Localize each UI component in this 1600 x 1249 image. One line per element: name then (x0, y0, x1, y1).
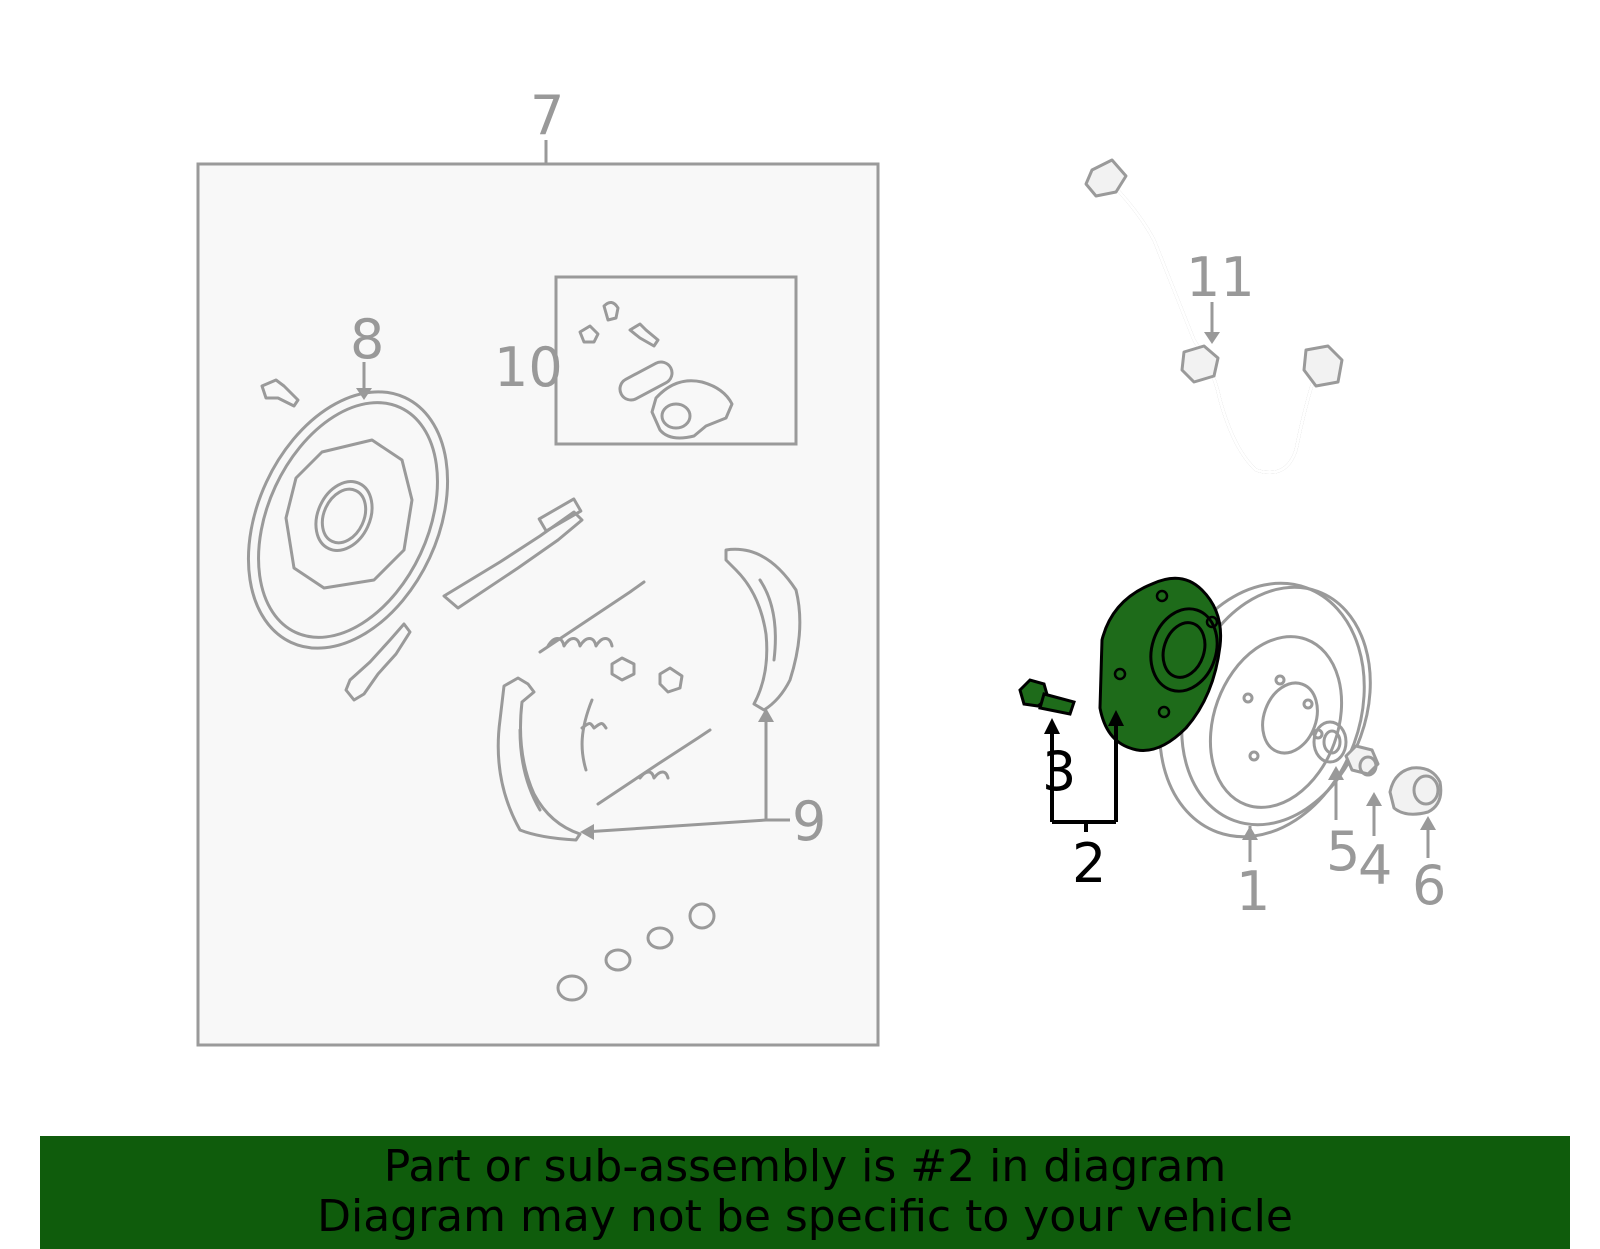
callout-6[interactable]: 6 (1412, 854, 1446, 917)
brake-hardware (442, 497, 712, 806)
callout-5[interactable]: 5 (1326, 820, 1360, 883)
callout-4[interactable]: 4 (1358, 834, 1392, 897)
hub-bolt-3[interactable] (1018, 678, 1076, 716)
callout-9[interactable]: 9 (792, 790, 826, 853)
dust-cap-6: 6 (1388, 766, 1446, 917)
hub-assembly-2[interactable] (1098, 576, 1227, 752)
adjuster-hardware-row (556, 902, 716, 1002)
brake-shoes-9: 9 (496, 547, 826, 853)
callout-10[interactable]: 10 (494, 336, 563, 399)
banner-line-1: Part or sub-assembly is #2 in diagram (383, 1141, 1227, 1192)
banner-line-2: Diagram may not be specific to your vehi… (317, 1191, 1293, 1242)
brake-hose-11: 11 (1084, 158, 1344, 474)
callout-2[interactable]: 2 (1072, 832, 1106, 895)
callout-11[interactable]: 11 (1186, 246, 1255, 309)
washer-5: 5 (1312, 720, 1360, 883)
backing-plate-8: 8 (246, 308, 450, 702)
wheel-cylinder-box-10: 10 (494, 275, 798, 446)
nut-4: 4 (1344, 744, 1392, 897)
callout-1[interactable]: 1 (1236, 860, 1270, 923)
brake-drum-1: 1 (1158, 581, 1372, 923)
callout-8[interactable]: 8 (350, 308, 384, 371)
callout-7[interactable]: 7 (530, 84, 564, 147)
callout-3[interactable]: 3 (1042, 740, 1076, 803)
callouts-2-3: 3 2 (1042, 710, 1124, 895)
info-banner: Part or sub-assembly is #2 in diagram Di… (40, 1136, 1570, 1249)
